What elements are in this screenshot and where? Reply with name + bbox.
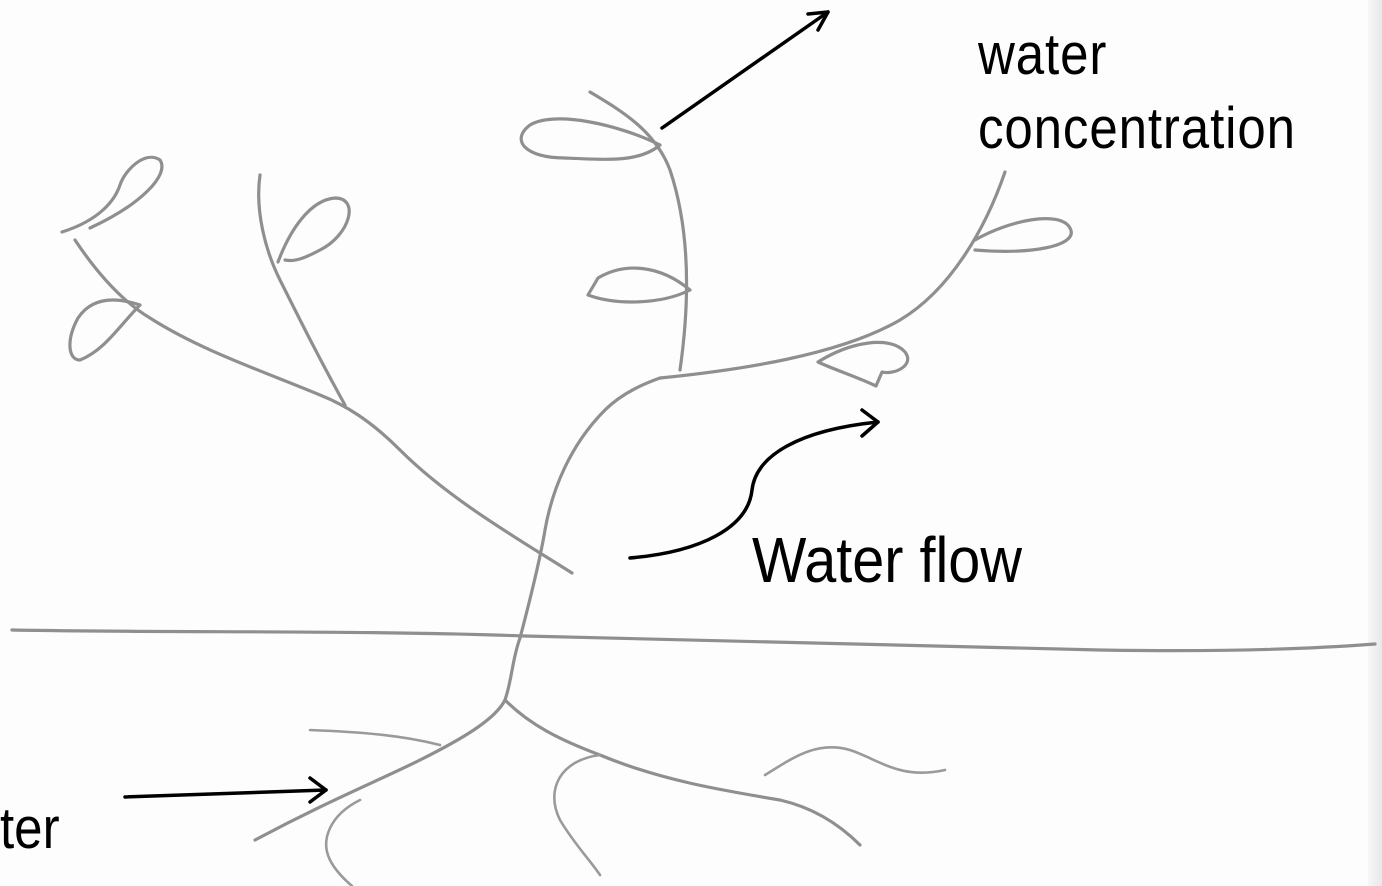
leaf-top-right [975, 219, 1071, 252]
root-right [505, 700, 860, 845]
ground-line [12, 630, 1375, 651]
label-water-concentration: water concentration [978, 18, 1296, 166]
arrow-bottom [125, 790, 326, 797]
root-right-down [554, 755, 600, 875]
leaf-far-left-lower [70, 300, 140, 360]
main-stem [520, 378, 660, 638]
leaf-far-left-top [62, 157, 162, 232]
center-branch [590, 92, 687, 370]
leaf-left-sub [278, 198, 349, 262]
right-branch [660, 172, 1005, 378]
left-sub-branch [259, 175, 345, 405]
label-bottom-fragment: ter [0, 800, 60, 858]
arrow-top [662, 12, 828, 128]
label-top-line1: water [978, 18, 1296, 92]
leaf-center-middle [588, 268, 690, 302]
label-water-flow: Water flow [752, 528, 1022, 592]
root-separate [765, 747, 945, 775]
left-branch [75, 240, 572, 573]
label-top-line2: concentration [978, 92, 1296, 166]
root-upper-left [310, 730, 440, 745]
root-main [255, 638, 520, 840]
root-left-down [326, 800, 360, 886]
